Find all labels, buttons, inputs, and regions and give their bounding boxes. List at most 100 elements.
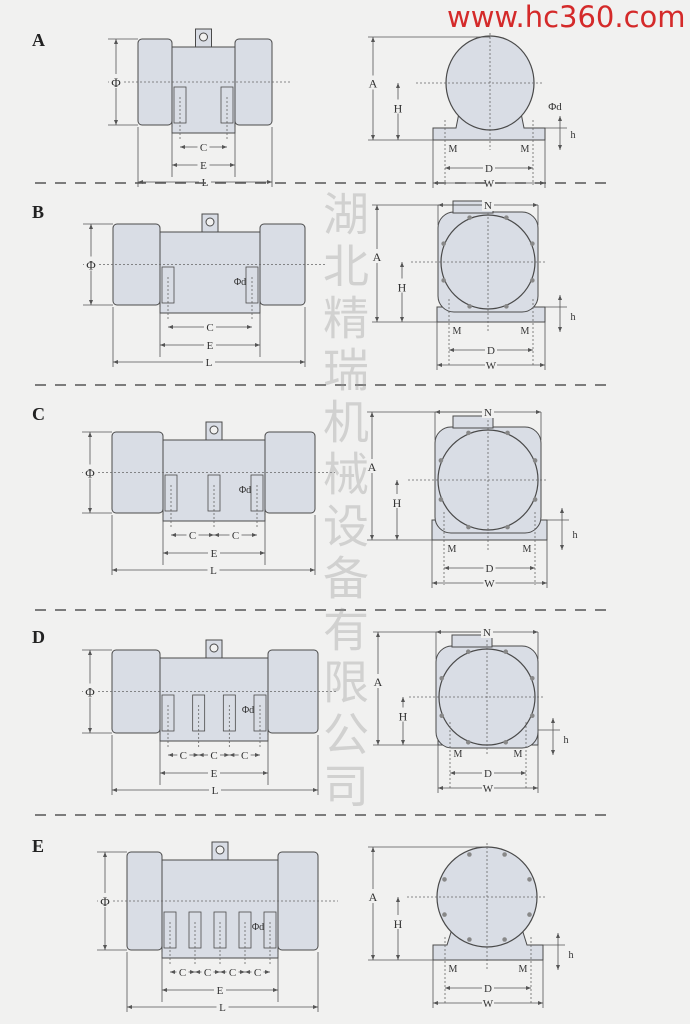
dimension-label: D	[484, 983, 492, 995]
foot-slot	[238, 911, 252, 949]
arrow-icon	[114, 120, 118, 125]
arrow-icon	[436, 630, 441, 634]
arrow-icon	[528, 348, 533, 352]
arrow-icon	[168, 325, 173, 329]
label-bg	[482, 997, 494, 1009]
foot-slot	[253, 694, 267, 732]
phi-label: Φ	[111, 75, 121, 90]
label-bg	[83, 683, 97, 698]
arrow-icon	[560, 545, 564, 550]
arrow-icon	[255, 343, 260, 347]
arrow-icon	[222, 145, 227, 149]
bolt-icon	[467, 215, 472, 220]
bolt-icon	[504, 215, 509, 220]
dimension-label: L	[206, 357, 213, 369]
site-watermark: www.hc360.com	[447, 0, 686, 34]
arrow-icon	[230, 163, 235, 167]
dimension-label: C	[232, 530, 239, 542]
arrow-icon	[396, 897, 400, 902]
dimension-label: L	[219, 1002, 226, 1014]
arrow-icon	[198, 753, 204, 757]
dimension-label: D	[485, 163, 493, 175]
lug-hole	[209, 425, 219, 435]
arrow-icon	[538, 1001, 543, 1005]
m-label-right: M	[521, 326, 530, 337]
foot-slot	[250, 474, 264, 512]
dimension-label: D	[487, 345, 495, 357]
label-bg	[109, 74, 123, 88]
label-bg	[208, 749, 220, 761]
arrow-icon	[560, 508, 564, 513]
label-bg	[392, 915, 404, 929]
foot-slot	[207, 474, 221, 512]
label-bg	[483, 562, 496, 574]
foot-slot	[164, 474, 178, 512]
dimension-label: C	[241, 750, 248, 762]
bolt-icon	[466, 524, 471, 530]
bolt-icon	[504, 304, 509, 309]
foot-slot	[173, 86, 187, 124]
arrow-icon	[371, 135, 375, 140]
phi-label: Φ	[86, 258, 96, 273]
bolt-icon	[442, 877, 447, 882]
foot-slot	[222, 694, 236, 732]
arrow-icon	[395, 535, 399, 540]
arrow-icon	[556, 965, 560, 970]
dimension-label: W	[483, 783, 494, 795]
label-bg	[216, 1001, 229, 1013]
label-bg	[209, 784, 221, 796]
lug-hole	[199, 32, 208, 42]
dimension-label: N	[484, 200, 492, 212]
arrow-icon	[214, 533, 219, 537]
arrow-icon	[245, 970, 250, 974]
arrow-icon	[542, 581, 547, 585]
arrow-icon	[526, 986, 531, 990]
phid-label: Φd	[548, 101, 562, 113]
motor-body	[161, 859, 279, 959]
dimension-label: C	[206, 322, 213, 334]
arrow-icon	[89, 224, 93, 229]
h-label: H	[399, 710, 408, 724]
arrow-icon	[127, 1005, 132, 1009]
bolt-icon	[503, 649, 509, 655]
arrow-icon	[163, 551, 168, 555]
dimension-label: W	[484, 578, 495, 590]
a-label: A	[374, 675, 383, 689]
label-bg	[483, 577, 496, 589]
arrow-icon	[449, 348, 454, 352]
bolt-icon	[441, 278, 446, 283]
arrow-icon	[371, 955, 375, 960]
arrow-icon	[450, 771, 455, 775]
arrow-icon	[260, 551, 265, 555]
dimension-label: D	[484, 768, 492, 780]
dimension-label: C	[204, 967, 211, 979]
arrow-icon	[540, 363, 545, 367]
label-bg	[186, 529, 199, 541]
arrow-icon	[313, 1005, 318, 1009]
dimension-label: E	[211, 768, 218, 780]
label-bg	[251, 966, 264, 978]
arrow-icon	[400, 317, 404, 322]
bolt-icon	[530, 241, 535, 246]
m-label-right: M	[523, 544, 532, 555]
label-bg	[177, 749, 190, 761]
label-bg	[482, 767, 494, 779]
foot-slot	[245, 266, 259, 304]
arrow-icon	[530, 566, 535, 570]
label-bg	[197, 159, 210, 171]
dimension-label: W	[483, 998, 494, 1010]
bolt-icon	[465, 649, 471, 655]
foot-slot	[188, 911, 202, 949]
label-bg	[207, 564, 220, 576]
label-bg	[485, 344, 497, 356]
arrow-icon	[376, 740, 380, 745]
dimension-label: C	[180, 750, 187, 762]
dimension-label: E	[207, 340, 214, 352]
arrow-icon	[401, 697, 405, 702]
label-bg	[397, 707, 409, 722]
arrow-icon	[536, 410, 541, 414]
